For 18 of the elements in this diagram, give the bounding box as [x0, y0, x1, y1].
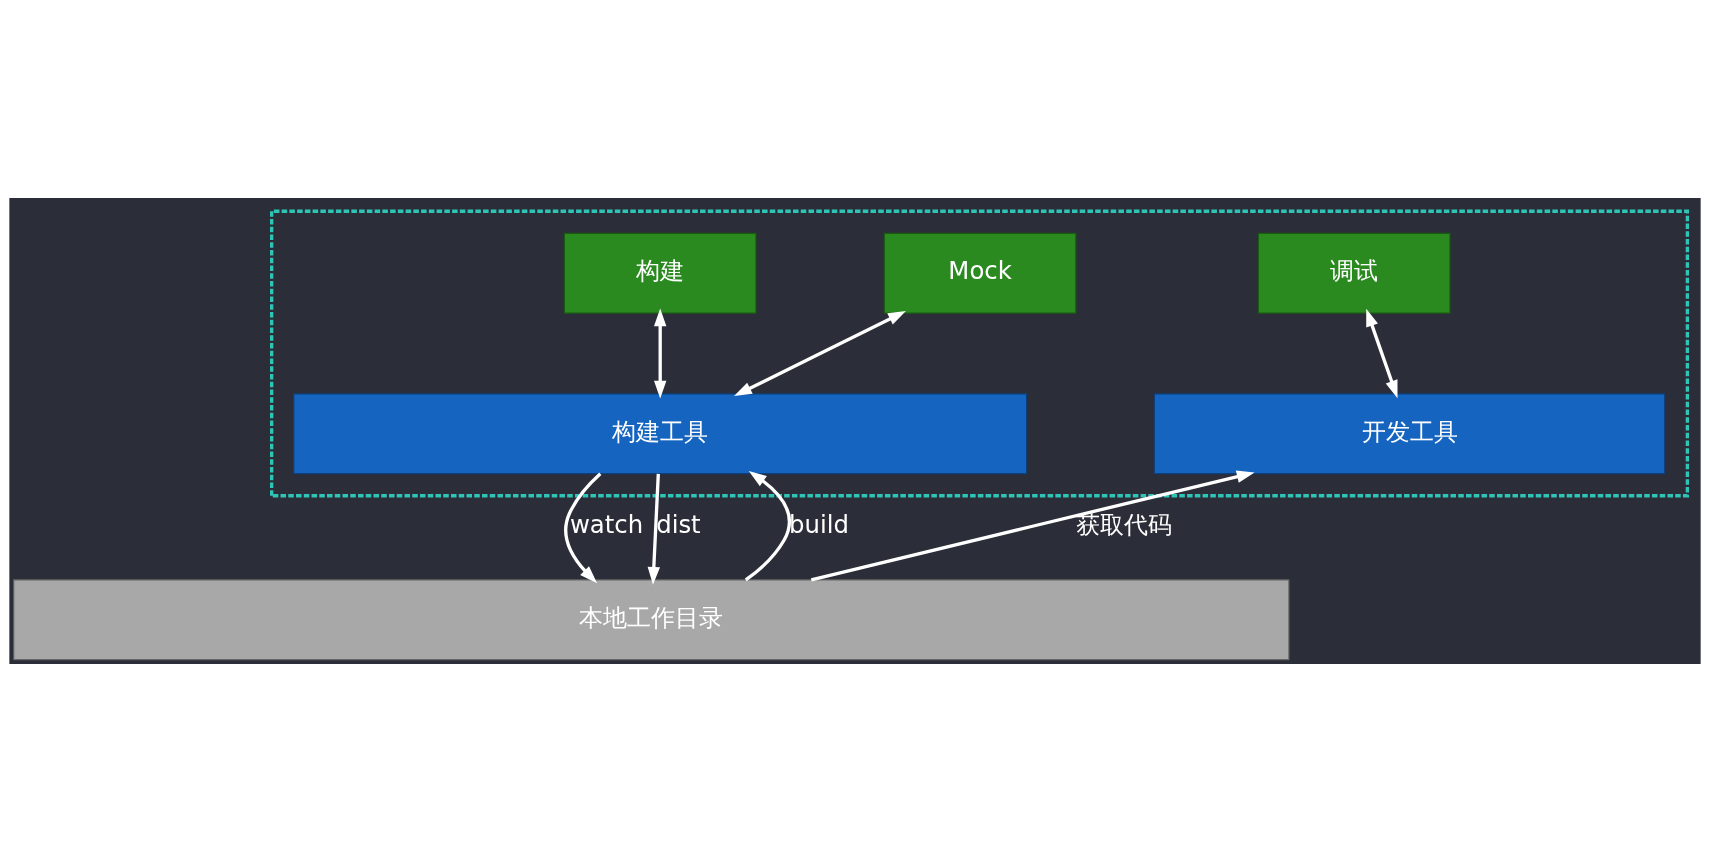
- node-box: 本地工作目录: [13, 579, 1290, 661]
- edge-label: build: [789, 509, 849, 539]
- node-box: 调试: [1257, 232, 1451, 314]
- node-box: 构建: [563, 232, 757, 314]
- arrow: [647, 473, 661, 585]
- edge-label: 获取代码: [1075, 509, 1172, 539]
- edge-label: dist: [656, 509, 701, 539]
- arrow: [744, 471, 791, 582]
- arrow: [564, 472, 602, 584]
- arrow: [653, 308, 667, 399]
- cluster: [270, 209, 1690, 498]
- edge-label: watch: [569, 509, 644, 539]
- arrow: [1366, 308, 1398, 399]
- node-box: Mock: [883, 232, 1077, 314]
- node-box: 开发工具: [1153, 393, 1666, 475]
- arrow: [810, 470, 1255, 582]
- node-box: 构建工具: [293, 393, 1028, 475]
- arrow: [734, 311, 906, 397]
